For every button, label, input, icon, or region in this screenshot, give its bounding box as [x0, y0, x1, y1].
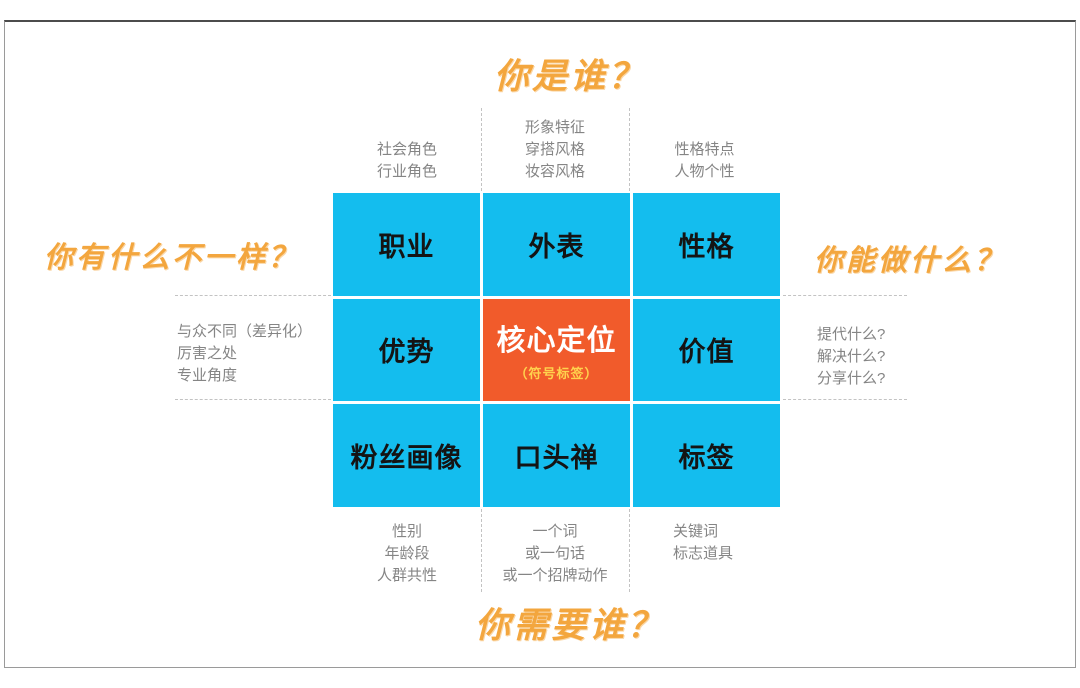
cell-core-positioning: 核心定位 （符号标签） — [483, 298, 630, 402]
note-line: 关键词 — [673, 523, 719, 540]
note-strengths: 与众不同（差异化） 厉害之处 专业角度 — [177, 321, 312, 387]
cell-label: 价值 — [678, 337, 735, 368]
note-line: 厉害之处 — [177, 345, 238, 362]
note-line: 社会角色 — [376, 141, 437, 158]
cell-sublabel: （符号标签） — [514, 366, 599, 382]
note-appearance: 形象特征 穿搭风格 妆容风格 — [481, 117, 629, 183]
dashed-line-left-upper — [175, 295, 331, 296]
cell-label: 口头禅 — [514, 443, 599, 474]
note-line: 标志道具 — [673, 545, 734, 562]
note-line: 行业角色 — [376, 163, 437, 180]
note-line: 年龄段 — [384, 545, 430, 562]
cell-label: 核心定位 — [496, 325, 617, 358]
cell-label: 职业 — [378, 231, 435, 262]
title-who-are-you: 你是谁？ — [493, 57, 646, 96]
note-line: 性格特点 — [674, 141, 735, 158]
title-who-do-you-need: 你需要谁？ — [474, 606, 665, 645]
cell-appearance: 外表 — [483, 193, 630, 296]
cell-fan-profile: 粉丝画像 — [333, 404, 480, 507]
cell-tags: 标签 — [633, 404, 780, 507]
dashed-line-top-left — [481, 108, 482, 191]
title-what-makes-you-different: 你有什么不一样？ — [43, 242, 300, 274]
cell-personality: 性格 — [633, 193, 780, 296]
note-line: 分享什么? — [817, 370, 886, 387]
cell-label: 外表 — [528, 231, 585, 262]
cell-label: 标签 — [678, 443, 735, 474]
cell-catchphrase: 口头禅 — [483, 404, 630, 507]
note-line: 专业角度 — [177, 367, 238, 384]
note-line: 解决什么? — [817, 348, 886, 365]
positioning-matrix: 职业 外表 性格 优势 核心定位 （符号标签） 价值 粉丝画像 口头禅 标签 — [333, 193, 780, 507]
note-line: 穿搭风格 — [524, 141, 585, 158]
cell-value: 价值 — [633, 298, 780, 402]
note-catchphrase: 一个词 或一句话 或一个招牌动作 — [481, 521, 629, 587]
dashed-line-right-upper — [783, 295, 907, 296]
note-line: 妆容风格 — [524, 163, 585, 180]
note-tags: 关键词 标志道具 — [673, 521, 733, 565]
dashed-line-left-lower — [175, 399, 331, 400]
dashed-line-right-lower — [783, 399, 907, 400]
cell-occupation: 职业 — [333, 193, 480, 296]
note-line: 形象特征 — [524, 119, 585, 136]
note-fan-profile: 性别 年龄段 人群共性 — [333, 521, 481, 587]
note-personality: 性格特点 人物个性 — [629, 139, 780, 183]
note-line: 提代什么? — [817, 326, 886, 343]
cell-strengths: 优势 — [333, 298, 480, 402]
note-line: 一个词 — [532, 523, 578, 540]
note-occupation: 社会角色 行业角色 — [333, 139, 481, 183]
note-line: 人物个性 — [674, 163, 735, 180]
dashed-line-top-right — [629, 108, 630, 191]
note-line: 或一个招牌动作 — [502, 567, 608, 584]
cell-label: 优势 — [378, 337, 435, 368]
note-value: 提代什么? 解决什么? 分享什么? — [817, 324, 885, 390]
dashed-line-bottom-left — [481, 509, 482, 592]
note-line: 或一句话 — [524, 545, 585, 562]
note-line: 性别 — [391, 523, 422, 540]
cell-label: 性格 — [678, 231, 735, 262]
note-line: 人群共性 — [376, 567, 437, 584]
dashed-line-bottom-right — [629, 509, 630, 592]
cell-label: 粉丝画像 — [350, 443, 463, 474]
title-what-can-you-do: 你能做什么？ — [813, 245, 1006, 277]
note-line: 与众不同（差异化） — [177, 323, 313, 340]
